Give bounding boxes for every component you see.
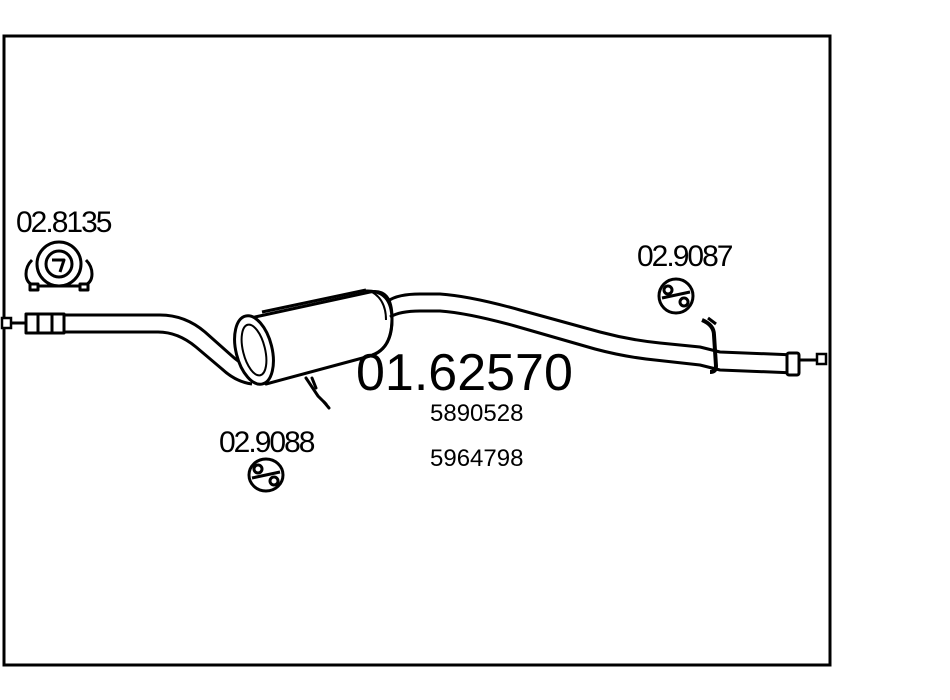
rubber-mount-rear-part-number: 02.9087 [637,240,733,273]
front-pipe [24,312,261,386]
rubber-mount-rear-icon [657,277,695,315]
tail-pipe [387,292,801,377]
clamp-part-number: 02.8135 [16,206,112,239]
oem-number-2: 5964798 [430,445,523,472]
outlet-connection-marker [815,352,828,366]
clamp-icon [24,240,94,292]
inlet-connection-marker [0,316,13,330]
rubber-mount-middle-part-number: 02.9088 [219,426,315,459]
main-part-number: 01.62570 [356,344,573,402]
diagram-frame [2,34,832,667]
muffler-hanger [304,376,331,410]
oem-number-1: 5890528 [430,400,523,427]
rubber-mount-middle-icon [247,457,285,493]
muffler-body [233,288,394,386]
